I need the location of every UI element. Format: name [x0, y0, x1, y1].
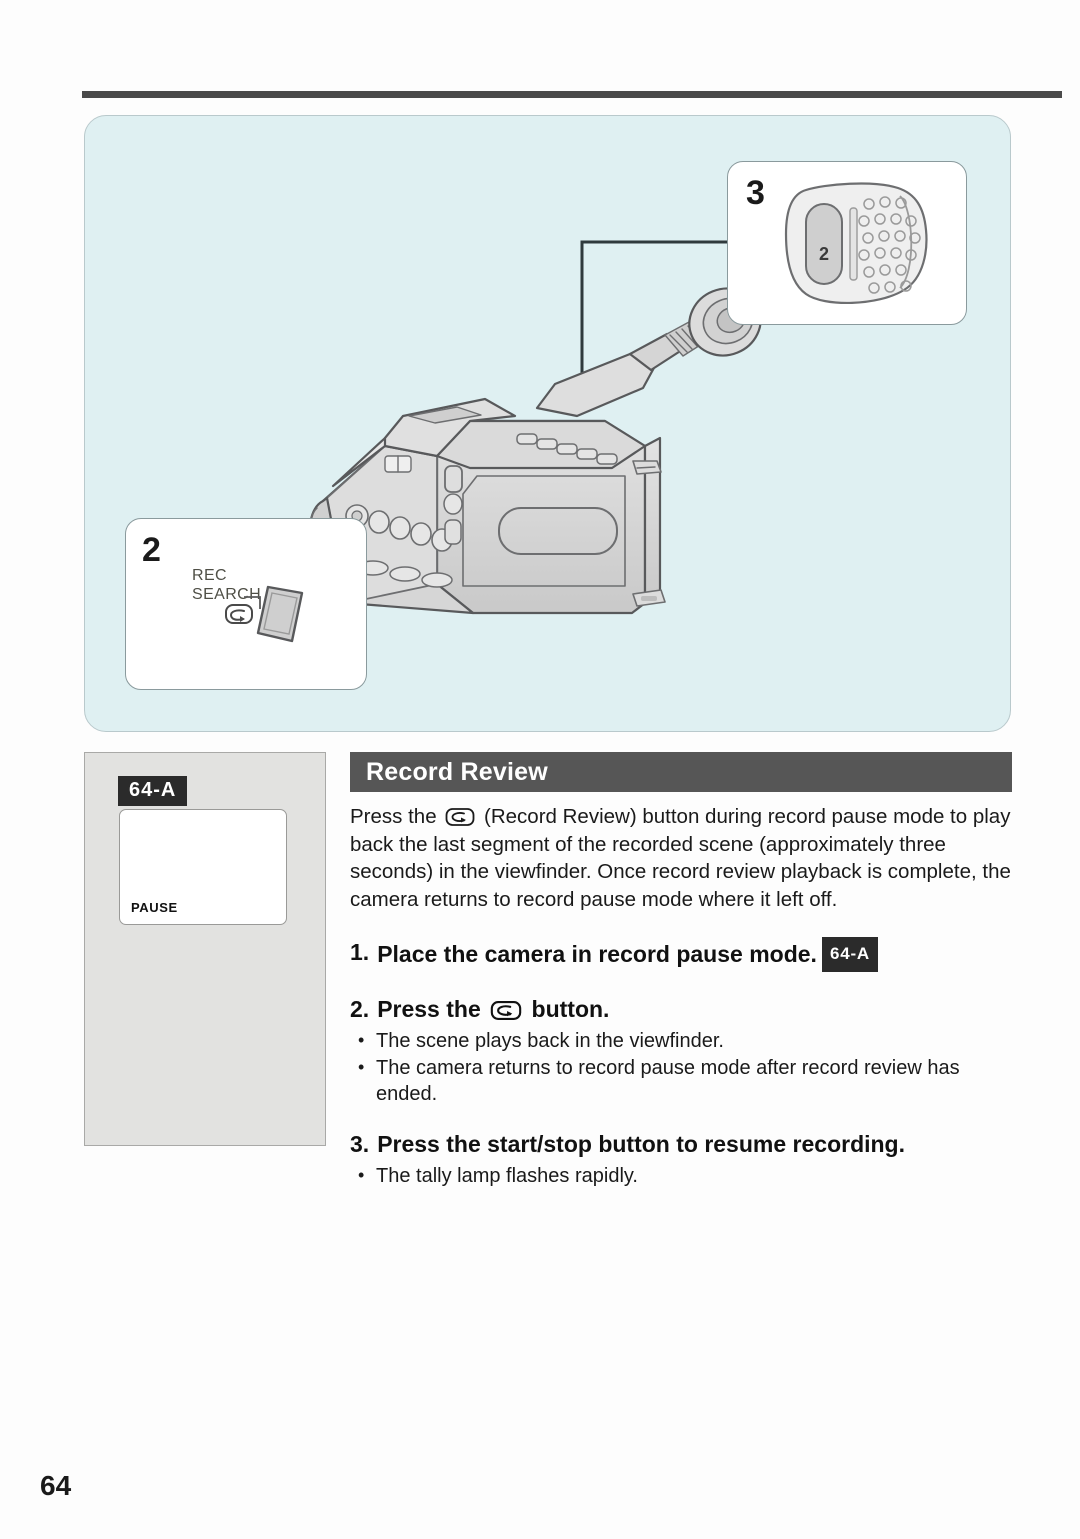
- step-3: 3. Press the start/stop button to resume…: [350, 1129, 1012, 1159]
- step-3-bullets: The tally lamp flashes rapidly.: [350, 1162, 1012, 1189]
- rec-search-button-diagram: [225, 585, 304, 643]
- step-2-number: 2.: [350, 996, 370, 1022]
- top-rule: [82, 91, 1062, 98]
- callout-2-number: 2: [142, 531, 161, 569]
- rec-search-button-on-camera: [444, 465, 463, 493]
- step-2-text-before-icon: Press the: [377, 996, 481, 1022]
- record-review-glyph-on-camera: [225, 604, 253, 624]
- list-item: The camera returns to record pause mode …: [350, 1054, 1012, 1107]
- rec-search-label-line2: SEARCH: [192, 585, 262, 603]
- step-2-bullets: The scene plays back in the viewfinder. …: [350, 1027, 1012, 1107]
- callout-box-2: 2 REC SEARCH: [125, 518, 367, 690]
- step-2-text-wrap: Press the button.: [377, 994, 1012, 1024]
- step-2: 2. Press the button.: [350, 994, 1012, 1024]
- section-intro-paragraph: Press the (Record Review) button during …: [350, 803, 1012, 913]
- list-item: The scene plays back in the viewfinder.: [350, 1027, 1012, 1054]
- viewfinder-preview: PAUSE: [119, 809, 287, 925]
- step-1-text: Place the camera in record pause mode.: [377, 941, 817, 967]
- intro-text-before-icon: Press the: [350, 805, 437, 828]
- step-1-text-wrap: Place the camera in record pause mode.64…: [377, 937, 1012, 972]
- start-stop-button-diagram: 2: [784, 182, 928, 305]
- sidebar-page-badge: 64-A: [118, 776, 188, 806]
- illustration-panel: 3 2: [84, 115, 1011, 732]
- callout-box-3: 3 2: [727, 161, 967, 325]
- page-number: 64: [40, 1470, 72, 1501]
- rec-search-label-line1: REC: [192, 567, 227, 584]
- viewfinder-status-text: PAUSE: [131, 900, 178, 915]
- section-header-bar: Record Review: [350, 752, 1012, 792]
- step-2-text-after-icon: button.: [531, 996, 610, 1022]
- step-1-number: 1.: [350, 939, 370, 965]
- record-review-icon: [490, 1001, 522, 1020]
- record-review-icon: [445, 808, 475, 826]
- start-stop-button: [805, 203, 843, 285]
- callout-3-number: 3: [746, 174, 765, 212]
- camcorder-drawing: [307, 287, 762, 615]
- start-stop-button-label: 2: [819, 244, 829, 264]
- leader-line-3: [580, 240, 727, 394]
- step-1-page-badge: 64-A: [821, 937, 878, 972]
- section-title: Record Review: [366, 757, 548, 786]
- step-1: 1. Place the camera in record pause mode…: [350, 937, 1012, 972]
- step-3-text: Press the start/stop button to resume re…: [377, 1131, 905, 1157]
- step-3-number: 3.: [350, 1131, 370, 1157]
- list-item: The tally lamp flashes rapidly.: [350, 1162, 1012, 1189]
- main-text-column: Record Review Press the (Record Review) …: [350, 752, 1012, 1205]
- intro-text-after-icon: (Record Review) button during record pau…: [350, 805, 1011, 911]
- rec-search-label: REC SEARCH: [192, 567, 261, 605]
- sidebar-reference-panel: 64-A PAUSE: [84, 752, 326, 1146]
